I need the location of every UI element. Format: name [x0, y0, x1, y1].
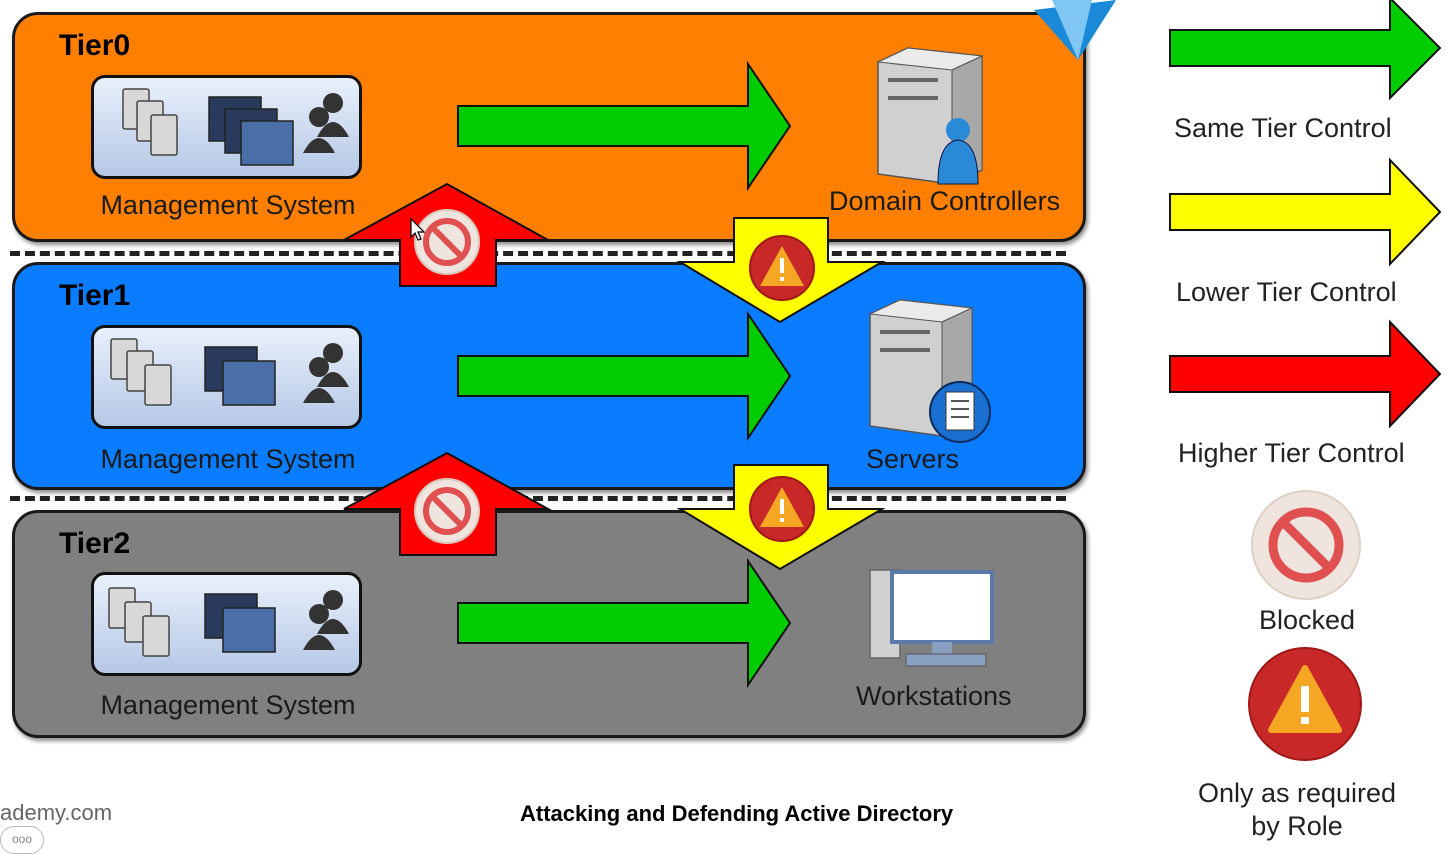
logo-icon	[1034, 0, 1116, 60]
management-system-label-tier0: Management System	[100, 190, 356, 220]
domain-controllers-label: Domain Controllers	[829, 186, 1061, 216]
servers-label: Servers	[866, 444, 960, 474]
same-tier-arrow-tier2	[457, 557, 792, 689]
legend-blocked-label: Blocked	[1259, 605, 1356, 635]
legend-only-required-label-line2: by Role	[1251, 811, 1343, 841]
legend-higher-tier-label: Higher Tier Control	[1178, 438, 1405, 468]
warning-icon	[749, 235, 815, 301]
lower-tier-arrow-tier1-to-tier2	[676, 464, 886, 571]
management-system-label-tier1: Management System	[100, 444, 356, 474]
tier-separator-1-2	[10, 496, 1066, 501]
blocked-icon	[414, 209, 480, 275]
domain-controller-icon	[876, 47, 984, 185]
management-system-icon	[108, 587, 349, 657]
footer-course-title: Attacking and Defending Active Directory	[520, 801, 954, 826]
same-tier-arrow-tier1	[457, 310, 792, 442]
tier0-title: Tier0	[59, 29, 131, 62]
same-tier-arrow-tier0	[457, 60, 792, 192]
workstation-icon	[869, 569, 994, 667]
footer-site-text: ademy.com	[0, 800, 113, 825]
legend-blocked-icon	[1251, 490, 1361, 600]
legend-same-tier-arrow	[1169, 0, 1442, 101]
tier2-title: Tier2	[59, 527, 131, 560]
legend-only-required-label-line1: Only as required	[1197, 778, 1397, 808]
mouse-cursor-icon	[410, 217, 426, 241]
more-options-button[interactable]: ooo	[0, 826, 44, 854]
management-system-label-tier2: Management System	[100, 690, 356, 720]
tier-separator-0-1	[10, 251, 1066, 256]
higher-tier-arrow-tier1-to-tier0	[343, 182, 552, 287]
legend-same-tier-label: Same Tier Control	[1174, 113, 1392, 143]
legend-lower-tier-arrow	[1169, 157, 1442, 267]
management-system-box-tier1	[91, 325, 362, 429]
higher-tier-arrow-tier2-to-tier1	[343, 451, 552, 556]
management-system-box-tier0	[91, 75, 362, 179]
legend-lower-tier-label: Lower Tier Control	[1176, 277, 1397, 307]
warning-icon	[749, 476, 815, 542]
management-system-box-tier2	[91, 572, 362, 676]
legend-warning-icon	[1248, 647, 1362, 761]
workstations-label: Workstations	[856, 681, 1012, 711]
blocked-icon	[414, 478, 480, 544]
legend-higher-tier-arrow	[1169, 319, 1442, 429]
management-system-icon	[122, 88, 349, 166]
management-system-icon	[110, 338, 349, 406]
tier1-title: Tier1	[59, 279, 131, 312]
lower-tier-arrow-tier0-to-tier1	[676, 217, 886, 324]
server-icon	[868, 299, 991, 443]
